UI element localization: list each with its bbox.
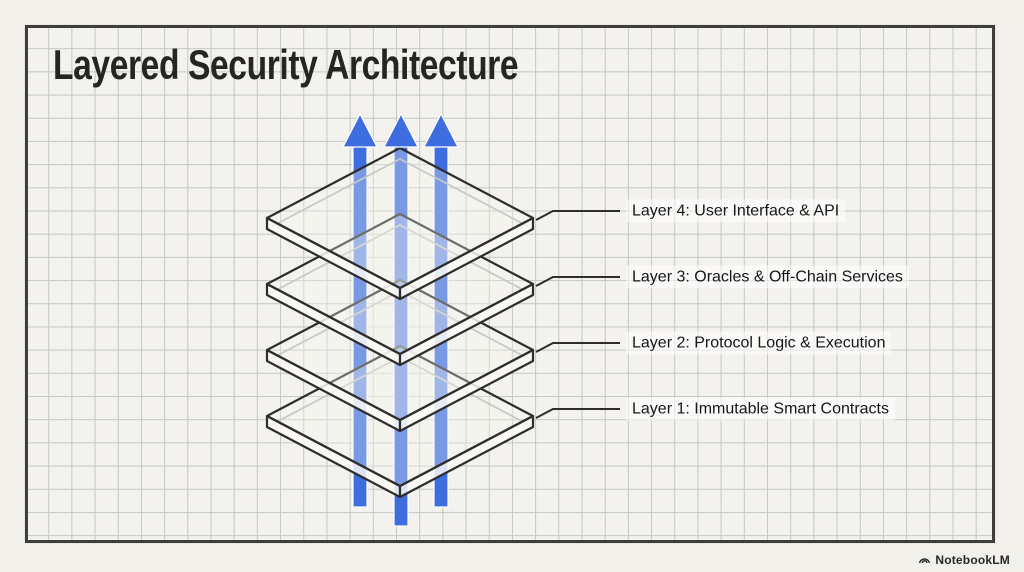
up-arrow-heads bbox=[342, 112, 459, 148]
slab-back-rim bbox=[266, 224, 534, 296]
layer-3-label: Layer 3: Oracles & Off-Chain Services bbox=[626, 265, 909, 289]
layer-slab-3 bbox=[265, 212, 535, 367]
layer-slab-4 bbox=[265, 146, 535, 301]
up-arrow-head bbox=[383, 112, 419, 148]
connector-line-layer2 bbox=[535, 342, 620, 353]
connector-line-layer3 bbox=[535, 276, 620, 287]
watermark: NotebookLM bbox=[918, 552, 1010, 568]
slab-top-face bbox=[265, 146, 535, 290]
watermark-label: NotebookLM bbox=[935, 553, 1010, 567]
slab-top-face bbox=[265, 344, 535, 488]
slab-top-face bbox=[265, 212, 535, 356]
slab-top-face bbox=[265, 278, 535, 422]
page-title: Layered Security Architecture bbox=[53, 41, 519, 88]
connector-line-layer1 bbox=[535, 408, 620, 419]
layer-4-label: Layer 4: User Interface & API bbox=[626, 199, 846, 223]
layer-slabs bbox=[265, 146, 535, 499]
connector-line-layer4 bbox=[535, 210, 620, 221]
slab-back-rim bbox=[266, 158, 534, 230]
connector-lines bbox=[535, 210, 620, 419]
layer-slab-2 bbox=[265, 278, 535, 433]
notebooklm-icon bbox=[919, 557, 931, 563]
layer-1-label: Layer 1: Immutable Smart Contracts bbox=[626, 397, 895, 421]
up-arrow-head bbox=[423, 112, 459, 148]
up-arrow-head bbox=[342, 112, 378, 148]
layer-2-label: Layer 2: Protocol Logic & Execution bbox=[626, 331, 892, 355]
layer-slab-1 bbox=[265, 344, 535, 499]
